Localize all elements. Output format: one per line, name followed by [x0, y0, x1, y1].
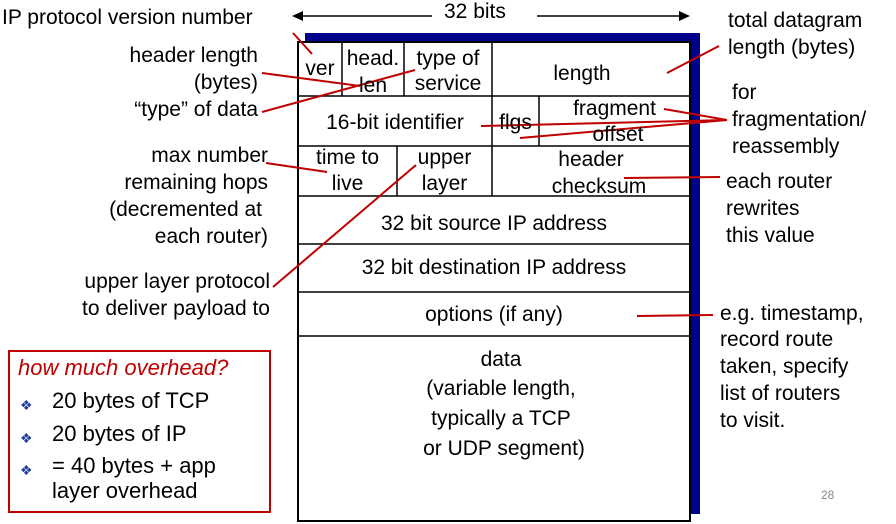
annotation-fragmentation-line1: for — [732, 81, 757, 104]
annotation-options-line4: list of routers — [720, 382, 841, 405]
field-data-line1: data — [480, 348, 522, 371]
field-source-ip: 32 bit source IP address — [380, 212, 608, 235]
field-ttl-line2: live — [331, 172, 364, 195]
annotation-options-line1: e.g. timestamp, — [720, 302, 864, 325]
field-upper-layer-line2: layer — [421, 172, 468, 195]
field-checksum-line1: header — [558, 148, 624, 171]
annotation-ttl-line4: each router) — [154, 225, 268, 248]
annotation-checksum-line3: this value — [726, 224, 815, 247]
annotation-header-length-line1: header length — [129, 44, 258, 67]
overhead-box — [8, 350, 271, 513]
field-upper-layer-line1: upper — [417, 146, 472, 169]
diamond-bullet-icon: ❖ — [20, 430, 33, 446]
field-identifier: 16-bit identifier — [326, 111, 464, 134]
field-frag-offset-line2: offset — [592, 123, 644, 146]
annotation-total-length-line2: length (bytes) — [728, 36, 856, 59]
annotation-options-line3: taken, specify — [720, 355, 849, 378]
field-ttl-line1: time to — [315, 146, 380, 169]
page-number: 28 — [821, 488, 835, 502]
field-data-line2: (variable length, — [426, 377, 576, 400]
ip-header-table — [297, 41, 691, 522]
overhead-item: 20 bytes of TCP — [52, 388, 210, 413]
annotation-ttl-line1: max number — [151, 144, 268, 167]
callout-lines — [261, 32, 728, 317]
annotation-version: IP protocol version number — [2, 6, 253, 29]
field-head-len-line1: head. — [346, 47, 400, 70]
annotation-type-of-data: “type” of data — [134, 98, 258, 121]
diamond-bullet-icon: ❖ — [20, 397, 33, 413]
annotation-options-line5: to visit. — [720, 409, 786, 432]
field-checksum-line2: checksum — [551, 175, 647, 198]
field-tos-line1: type of — [416, 47, 480, 70]
annotation-header-length-line2: (bytes) — [193, 71, 258, 94]
overhead-title: how much overhead? — [18, 355, 229, 380]
width-label: 32 bits — [440, 0, 510, 25]
annotation-protocol-line1: upper layer protocol — [84, 270, 270, 293]
width-arrow — [292, 11, 690, 21]
overhead-item: 20 bytes of IP — [52, 421, 187, 446]
annotation-ttl-line3: (decremented at — [109, 198, 262, 221]
field-data-line3: typically a TCP — [431, 407, 571, 430]
field-ver: ver — [305, 57, 335, 80]
field-head-len-line2: len — [358, 74, 388, 97]
table-grid — [298, 42, 690, 337]
annotation-fragmentation-line3: reassembly — [732, 135, 840, 158]
field-length: length — [553, 62, 611, 85]
annotation-total-length-line1: total datagram — [728, 9, 863, 32]
field-destination-ip: 32 bit destination IP address — [361, 256, 627, 279]
annotation-fragmentation-line2: fragmentation/ — [732, 108, 867, 131]
field-flags: flgs — [499, 111, 532, 134]
annotation-protocol-line2: to deliver payload to — [82, 297, 270, 320]
annotation-options-line2: record route — [720, 328, 834, 351]
diamond-bullet-icon: ❖ — [20, 462, 33, 478]
annotation-ttl-line2: remaining hops — [124, 171, 268, 194]
field-data-line4: or UDP segment) — [423, 437, 585, 460]
annotation-checksum-line1: each router — [726, 170, 833, 193]
annotation-checksum-line2: rewrites — [726, 197, 800, 220]
field-tos-line2: service — [414, 72, 482, 95]
overhead-item: = 40 bytes + app — [52, 453, 216, 478]
field-options: options (if any) — [425, 303, 563, 326]
overhead-item-continuation: layer overhead — [52, 478, 198, 503]
field-frag-offset-line1: fragment — [573, 97, 656, 120]
